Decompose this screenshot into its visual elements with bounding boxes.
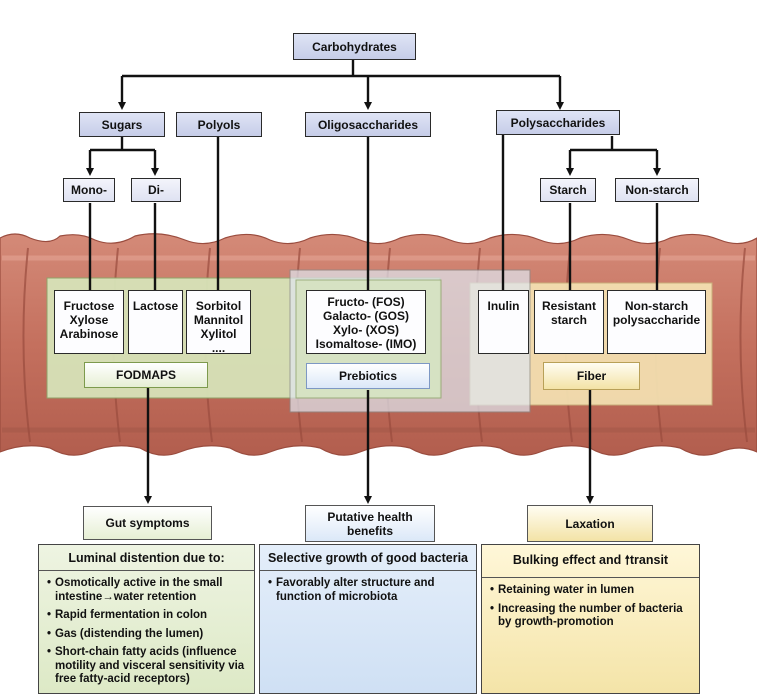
prebiotics-label: Prebiotics	[306, 363, 430, 389]
panel-bullet: Increasing the number of bacteria by gro…	[490, 603, 693, 630]
polysaccharides-box: Polysaccharides	[496, 110, 620, 135]
di-box: Di-	[131, 178, 181, 202]
panel-bullet: Osmotically active in the small intestin…	[47, 577, 248, 604]
heading-text: transit	[629, 553, 669, 567]
selective-growth-panel: Selective growth of good bacteria Favora…	[259, 544, 477, 694]
laxation-box: Laxation	[527, 505, 653, 542]
panel-heading: Luminal distention due to:	[39, 545, 254, 571]
panel-bullet: Gas (distending the lumen)	[47, 628, 248, 642]
polyols-list: Sorbitol Mannitol Xylitol ....	[186, 290, 251, 355]
luminal-distention-panel: Luminal distention due to: Osmotically a…	[38, 544, 255, 694]
panel-bullets: Favorably alter structure and function o…	[260, 577, 476, 604]
heading-text: Bulking effect and	[512, 553, 625, 567]
panel-bullet: Short-chain fatty acids (influence motil…	[47, 646, 248, 687]
resistant-starch-box: Resistant starch	[534, 290, 604, 354]
fodmaps-label: FODMAPS	[84, 362, 208, 388]
sugars-box: Sugars	[79, 112, 165, 137]
mono-box: Mono-	[63, 178, 115, 202]
panel-bullet: Retaining water in lumen	[490, 584, 693, 598]
panel-bullet: Rapid fermentation in colon	[47, 609, 248, 623]
carbohydrates-box: Carbohydrates	[293, 33, 416, 60]
fiber-label: Fiber	[543, 362, 640, 390]
panel-heading: Selective growth of good bacteria	[260, 545, 476, 571]
panel-bullets: Retaining water in lumen Increasing the …	[482, 584, 699, 630]
panel-bullets: Osmotically active in the small intestin…	[39, 577, 254, 687]
connector-lines	[86, 60, 661, 504]
up-arrow-icon: 🠕	[624, 553, 630, 567]
inulin-box: Inulin	[478, 290, 529, 354]
polyols-box: Polyols	[176, 112, 262, 137]
oligosaccharides-list: Fructo- (FOS) Galacto- (GOS) Xylo- (XOS)…	[306, 290, 426, 354]
starch-box: Starch	[540, 178, 596, 202]
lactose-box: Lactose	[128, 290, 183, 354]
bulking-effect-panel: Bulking effect and 🠕transit Retaining wa…	[481, 544, 700, 694]
oligosaccharides-box: Oligosaccharides	[305, 112, 431, 137]
panel-heading: Bulking effect and 🠕transit	[482, 545, 699, 578]
gut-symptoms-box: Gut symptoms	[83, 506, 212, 540]
panel-bullet: Favorably alter structure and function o…	[268, 577, 470, 604]
non-starch-box: Non-starch	[615, 178, 699, 202]
monosaccharides-list: Fructose Xylose Arabinose	[54, 290, 124, 354]
non-starch-polysaccharide-box: Non-starch polysaccharide	[607, 290, 706, 354]
putative-health-benefits-box: Putative health benefits	[305, 505, 435, 542]
